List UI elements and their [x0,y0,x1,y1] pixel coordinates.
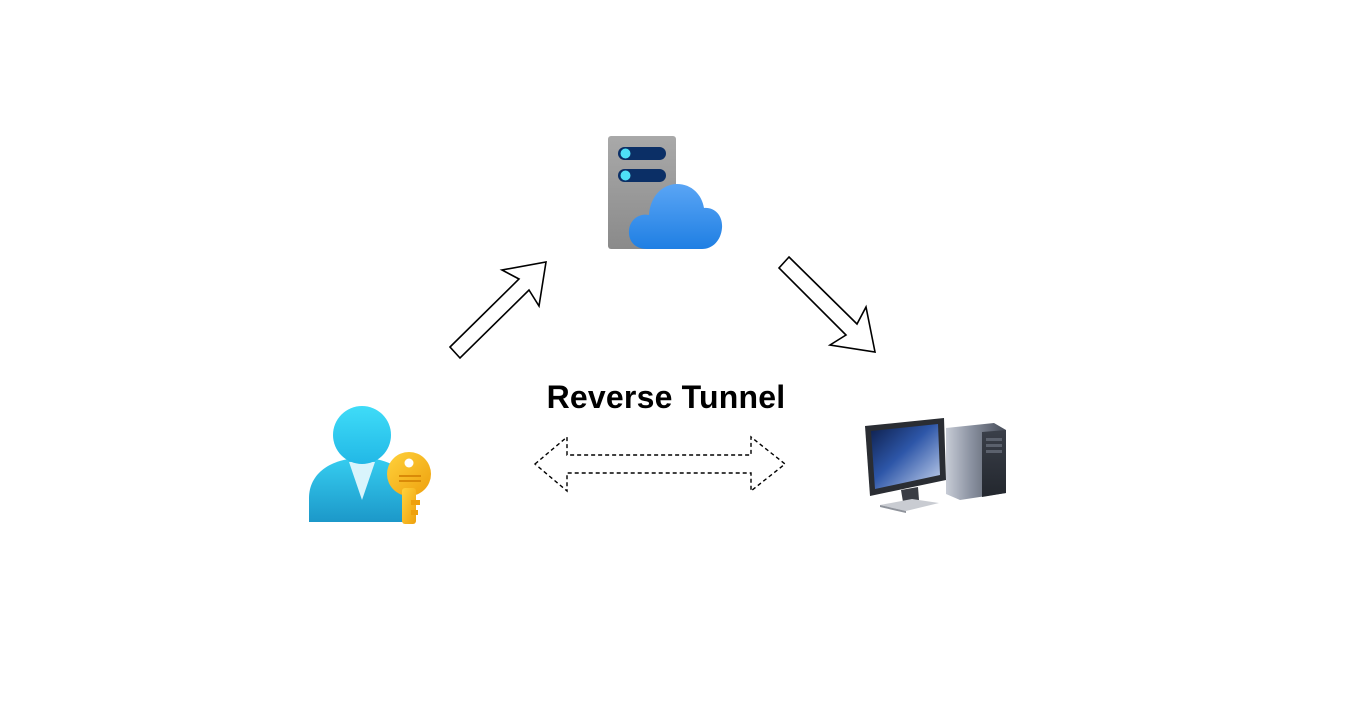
cloud-server-icon [608,136,723,249]
desktop-computer-icon [865,418,1006,513]
arrow-user-to-server [448,261,547,360]
user-key-icon [309,406,431,524]
reverse-tunnel-arrow [533,435,787,493]
key-icon [387,452,431,524]
cloud-icon [628,184,723,249]
reverse-tunnel-label: Reverse Tunnel [546,379,786,415]
arrow-server-to-computer [777,255,877,353]
